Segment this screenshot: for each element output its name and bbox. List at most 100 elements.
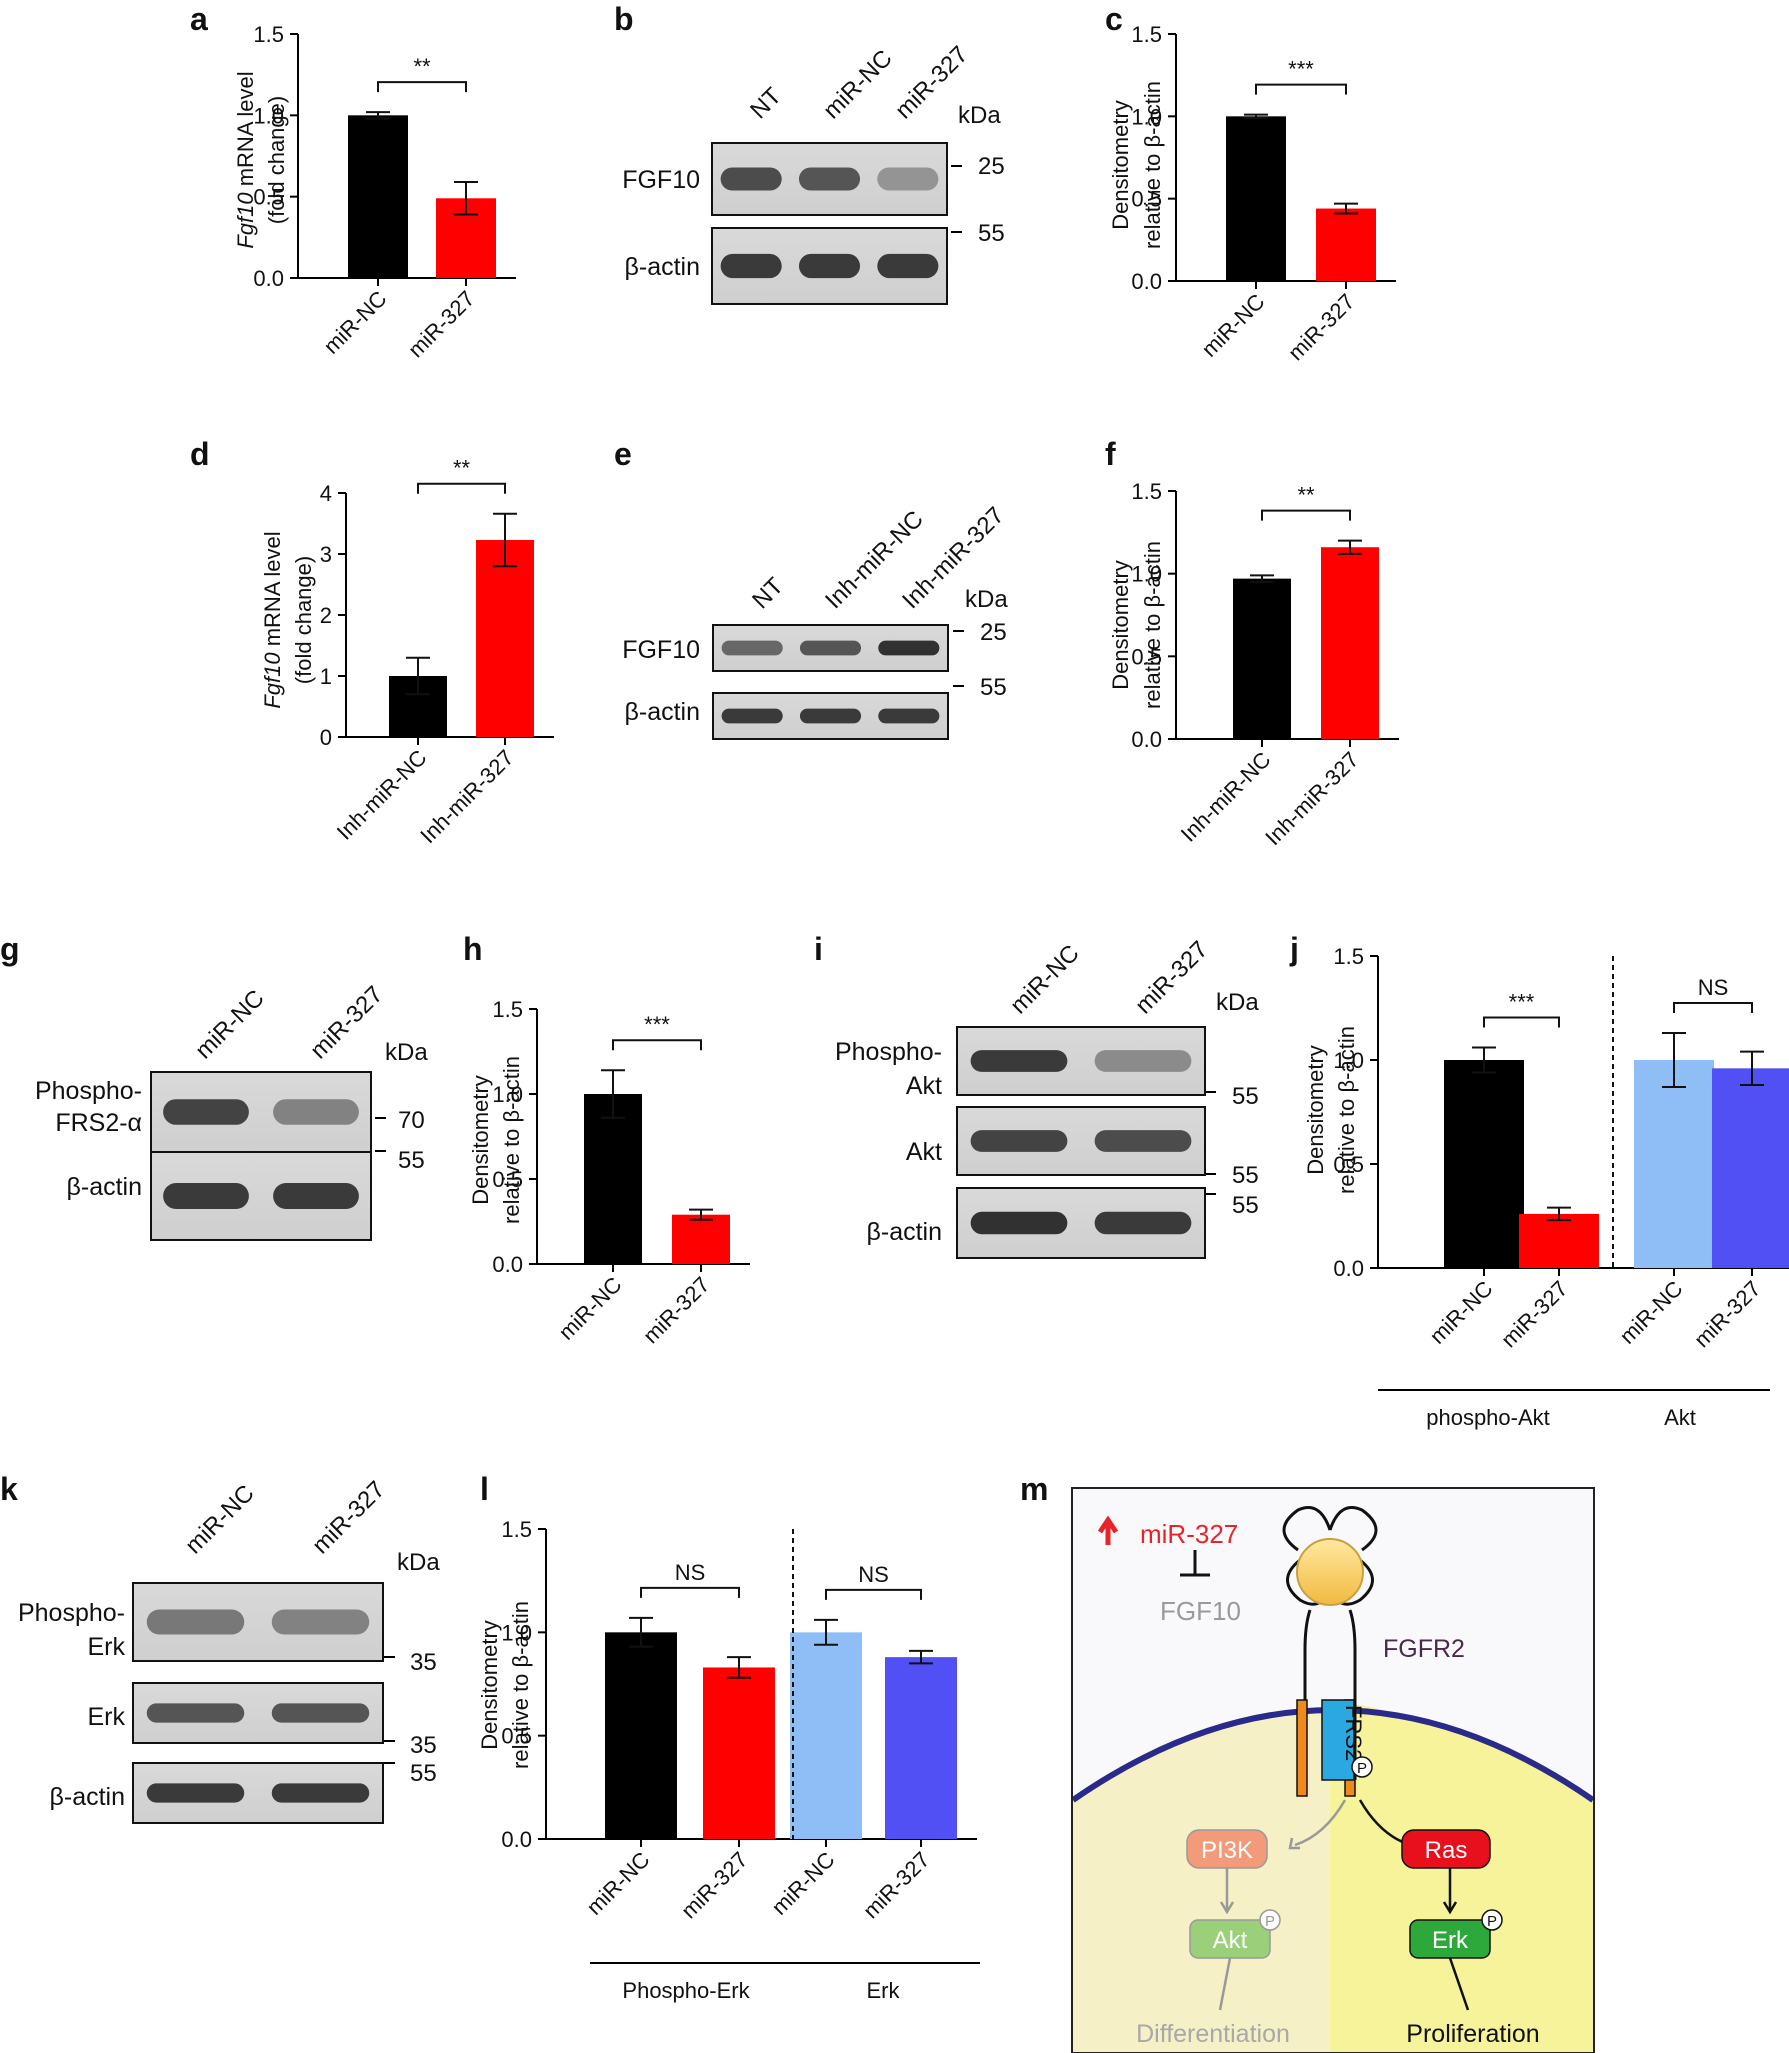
blot-band bbox=[721, 640, 783, 656]
panel-label-h: h bbox=[463, 931, 483, 967]
group-label-phospho-akt: phospho-Akt bbox=[1426, 1405, 1550, 1430]
panel-label-a: a bbox=[190, 1, 208, 37]
y-tick-label: 0.0 bbox=[253, 266, 284, 291]
receptor-stem-right bbox=[1348, 1609, 1357, 1780]
bar bbox=[1233, 578, 1291, 739]
bar bbox=[885, 1657, 957, 1839]
blot-k-row-actin: β-actin bbox=[49, 1783, 125, 1811]
blot-k-marker-3: 55 bbox=[410, 1760, 437, 1787]
blot-band bbox=[970, 1050, 1068, 1072]
blot-k-row-erk-p: Erk bbox=[88, 1633, 126, 1661]
ylabel-c: Densitometry bbox=[1108, 100, 1133, 230]
bar bbox=[1519, 1213, 1599, 1268]
y-tick-label: 0.5 bbox=[253, 185, 284, 210]
bar bbox=[584, 1094, 642, 1264]
phospho-frs2-p: P bbox=[1357, 1760, 1367, 1777]
blot-i-row-phospho: Phospho- bbox=[835, 1038, 942, 1066]
y-tick-label: 1.0 bbox=[1131, 562, 1162, 587]
blot-b-kda: kDa bbox=[958, 102, 1001, 129]
y-tick-label: 1.0 bbox=[253, 103, 284, 128]
inhibition-icon bbox=[1180, 1550, 1210, 1577]
bar bbox=[1226, 116, 1286, 281]
x-tick-label: miR-NC bbox=[1197, 289, 1270, 362]
blot-band bbox=[271, 1609, 370, 1635]
arrow-akt-diff bbox=[1218, 1957, 1232, 2011]
blot-b-lane-2: miR-NC bbox=[818, 45, 897, 124]
x-tick-label: miR-NC bbox=[319, 286, 392, 359]
frs2-label: FRS2 bbox=[1341, 1705, 1366, 1761]
receptor-arm-left-top bbox=[1282, 1506, 1332, 1552]
significance-label: ** bbox=[413, 54, 431, 79]
x-tick-label: miR-327 bbox=[858, 1847, 934, 1923]
blot-e bbox=[712, 624, 949, 740]
up-arrow-icon bbox=[1097, 1515, 1119, 1545]
ylabel-h: Densitometry bbox=[468, 1075, 493, 1205]
mir327-label: miR-327 bbox=[1140, 1519, 1238, 1549]
significance-bracket bbox=[612, 1039, 702, 1051]
blot-i-marker-2: 55 bbox=[1232, 1162, 1259, 1189]
blot-band bbox=[163, 1099, 249, 1125]
y-tick-label: 0.0 bbox=[492, 1252, 523, 1277]
phospho-erk-p: P bbox=[1487, 1913, 1497, 1930]
arrow-to-pi3k bbox=[1294, 1799, 1347, 1847]
y-tick-label: 1.0 bbox=[492, 1082, 523, 1107]
blot-k-lane-2: miR-327 bbox=[307, 1476, 390, 1559]
x-tick-label: miR-NC bbox=[1425, 1276, 1498, 1349]
significance-bracket bbox=[1255, 83, 1347, 95]
blot-i-row-akt-p: Akt bbox=[906, 1072, 942, 1100]
group-label-akt: Akt bbox=[1664, 1405, 1696, 1430]
receptor-arm-right-top bbox=[1328, 1506, 1378, 1552]
blot-e-lane-1: NT bbox=[747, 572, 789, 614]
arrow-head-akt bbox=[1219, 1901, 1235, 1915]
blot-b-row-fgf10: FGF10 bbox=[622, 166, 700, 194]
y-tick-label: 0.5 bbox=[1131, 187, 1162, 212]
arrow-head-pi3k bbox=[1288, 1837, 1300, 1850]
significance-bracket bbox=[1673, 1001, 1753, 1013]
x-tick-label: Inh-miR-327 bbox=[415, 745, 518, 848]
arrow-head-erk bbox=[1442, 1901, 1458, 1915]
x-tick-label: miR-327 bbox=[403, 286, 479, 362]
y-tick-label: 0.5 bbox=[501, 1724, 532, 1749]
blot-band bbox=[878, 640, 940, 656]
blot-e-kda: kDa bbox=[965, 586, 1008, 613]
blot-i-lane-2: miR-327 bbox=[1130, 936, 1213, 1019]
blot-e-marker-2: 55 bbox=[980, 674, 1007, 701]
x-tick-label: miR-327 bbox=[1283, 289, 1359, 365]
y-tick-label: 3 bbox=[320, 542, 332, 567]
blot-i-row-akt: Akt bbox=[906, 1138, 942, 1166]
erk-label: Erk bbox=[1432, 1927, 1469, 1954]
bar bbox=[1444, 1060, 1524, 1268]
panel-label-i: i bbox=[814, 931, 823, 967]
bar bbox=[1634, 1060, 1714, 1268]
y-tick-label: 0.0 bbox=[1333, 1256, 1364, 1281]
blot-k-lane-1: miR-NC bbox=[180, 1480, 259, 1559]
significance-label: *** bbox=[1288, 57, 1314, 82]
blot-k bbox=[132, 1582, 384, 1824]
frs2-box bbox=[1321, 1699, 1355, 1781]
ras-node bbox=[1401, 1829, 1491, 1869]
panel-label-e: e bbox=[614, 436, 632, 472]
blot-band bbox=[1094, 1050, 1192, 1072]
pi3k-label: PI3K bbox=[1201, 1837, 1253, 1864]
x-tick-label: miR-NC bbox=[1615, 1276, 1688, 1349]
blot-band bbox=[799, 640, 862, 656]
significance-label: *** bbox=[644, 1012, 670, 1037]
significance-bracket bbox=[825, 1588, 922, 1600]
y-tick-label: 0.5 bbox=[492, 1167, 523, 1192]
blot-g bbox=[150, 1071, 372, 1241]
significance-label: ** bbox=[1297, 483, 1315, 508]
y-tick-label: 1.5 bbox=[492, 997, 523, 1022]
y-tick-label: 1.5 bbox=[253, 22, 284, 47]
significance-label: *** bbox=[1509, 990, 1535, 1015]
blot-band bbox=[877, 253, 939, 279]
blots-layer bbox=[132, 142, 1206, 1824]
blot-b-marker-2: 55 bbox=[978, 220, 1005, 247]
significance-bracket bbox=[417, 482, 506, 494]
blot-b-row-actin: β-actin bbox=[624, 253, 700, 281]
ylabel2-j: relative to β-actin bbox=[1334, 1026, 1359, 1194]
y-tick-label: 1.0 bbox=[1131, 104, 1162, 129]
significance-label: NS bbox=[1698, 975, 1729, 1000]
blot-i-kda: kDa bbox=[1216, 989, 1259, 1016]
